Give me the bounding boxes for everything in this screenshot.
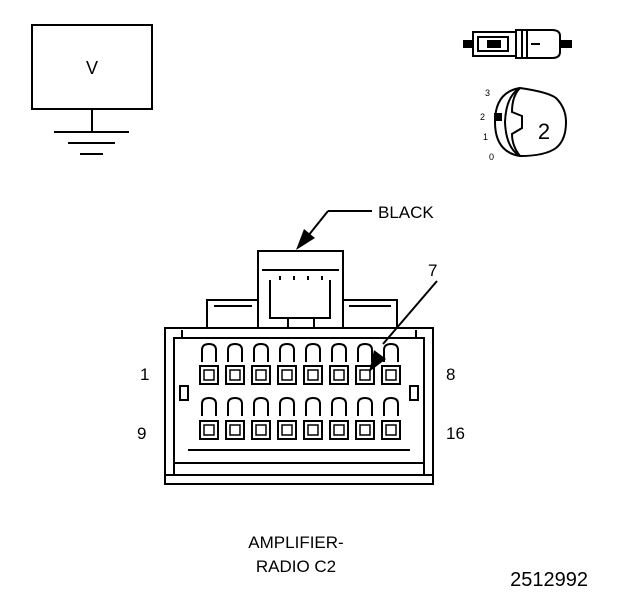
pin-cavity-13 — [303, 396, 323, 440]
voltmeter-label: V — [86, 58, 98, 78]
connector-name-line1: AMPLIFIER- — [248, 533, 343, 552]
color-callout: BLACK — [296, 203, 434, 250]
color-callout-arrow — [296, 229, 315, 250]
connector-probe-icon — [463, 29, 572, 59]
key-position-marker — [494, 113, 502, 121]
pin-cavity-9 — [199, 396, 219, 440]
connector-color-label: BLACK — [378, 203, 434, 222]
pin-grid — [199, 342, 401, 440]
pin-cavity-16 — [381, 396, 401, 440]
pin-cavity-8 — [381, 342, 401, 385]
pin-cavity-3 — [251, 342, 271, 385]
key-cylinder — [493, 86, 568, 158]
pin-cavity-5 — [303, 342, 323, 385]
pin-cavity-2 — [225, 342, 245, 385]
pin-callout-number: 7 — [428, 261, 437, 280]
pin-cavity-15 — [355, 396, 375, 440]
row1-last-pin-label: 8 — [446, 365, 455, 384]
pin-cavity-10 — [225, 396, 245, 440]
key-position-2: 2 — [480, 112, 485, 122]
pin-cavity-11 — [251, 396, 271, 440]
connector-name-line2: RADIO C2 — [256, 557, 336, 576]
voltmeter-box — [31, 24, 153, 110]
pin-callout: 7 — [369, 261, 438, 372]
key-position-1: 1 — [483, 132, 488, 142]
pin-cavity-4 — [277, 342, 297, 385]
key-position-3: 3 — [485, 88, 490, 98]
pin-cavity-6 — [329, 342, 349, 385]
pin-cavity-12 — [277, 396, 297, 440]
key-position-badge: 2 — [538, 119, 550, 144]
row2-last-pin-label: 16 — [446, 424, 465, 443]
row1-first-pin-label: 1 — [140, 365, 149, 384]
pin-callout-arrow — [369, 350, 386, 372]
ignition-switch-icon: 3 2 1 0 2 — [480, 86, 568, 162]
pin-cavity-1 — [199, 342, 219, 385]
pin-cavity-14 — [329, 396, 349, 440]
voltmeter-symbol: V — [31, 24, 153, 155]
row2-first-pin-label: 9 — [137, 424, 146, 443]
key-position-0: 0 — [489, 152, 494, 162]
figure-id: 2512992 — [510, 569, 588, 591]
ground-icon — [54, 131, 129, 155]
